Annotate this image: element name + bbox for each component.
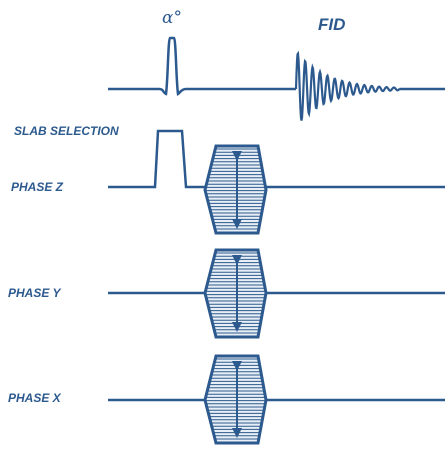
slab-selection-pulse [108,129,205,189]
fid-signal [294,50,401,121]
phase-y-label: PHASE Y [8,286,61,300]
phase-y-gradient [203,248,268,339]
phase-x-label: PHASE X [8,391,62,405]
rf-line [108,36,296,96]
rf-pulse-label: α° [162,8,182,28]
phase-z-label: PHASE Z [11,180,64,194]
phase-z-gradient [203,144,268,235]
phase-x-gradient [203,354,268,445]
fid-label: FID [318,15,345,34]
slab-selection-label: SLAB SELECTION [14,124,119,138]
